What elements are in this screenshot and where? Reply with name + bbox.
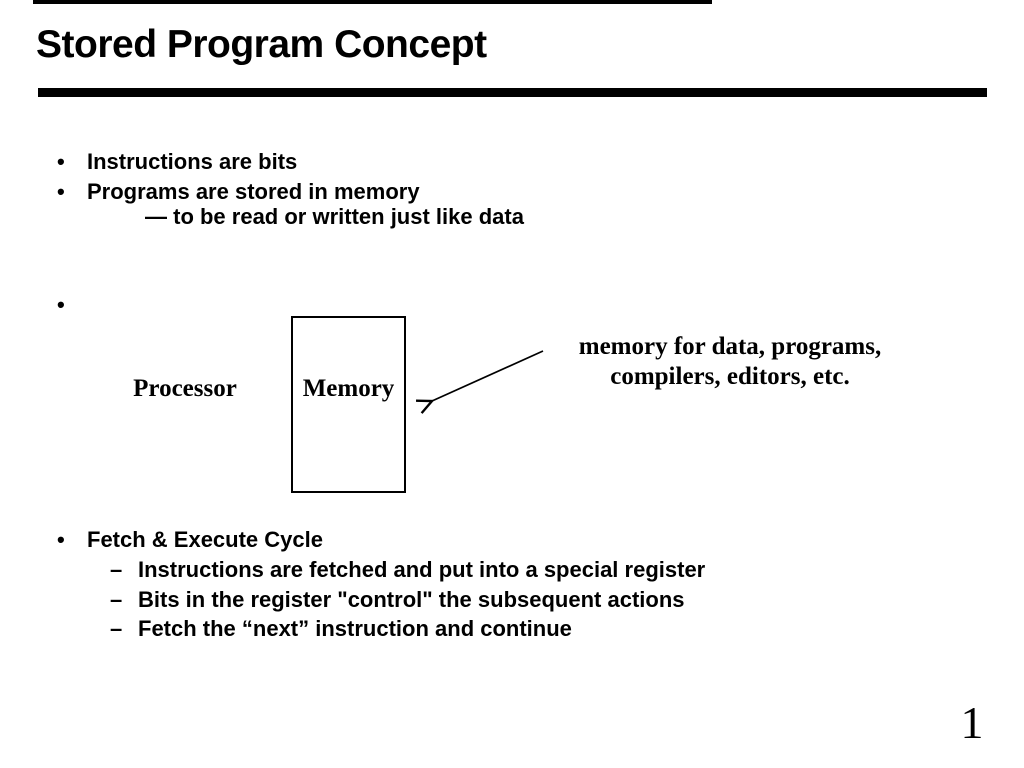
bullet-text: Fetch & Execute Cycle (87, 527, 323, 552)
bullet-icon: • (57, 149, 65, 174)
bullet-icon: • (57, 292, 65, 317)
bullet-icon: • (57, 179, 65, 204)
page-number: 1 (960, 697, 984, 748)
dash-icon: – (110, 616, 123, 641)
memory-annotation-line1: memory for data, programs, (578, 333, 882, 360)
memory-annotation: memory for data, programs, compilers, ed… (545, 332, 915, 392)
memory-annotation-line2: compilers, editors, etc. (610, 363, 850, 390)
bullet-text: Programs are stored in memory (87, 179, 420, 204)
page-title: Stored Program Concept (36, 23, 487, 66)
top-rule (33, 0, 712, 4)
sub-bullet-text: Bits in the register "control" the subse… (138, 587, 685, 612)
bullet-icon: • (57, 527, 65, 552)
bullet-continuation-text: — to be read or written just like data (145, 204, 524, 229)
sub-bullet-text: Instructions are fetched and put into a … (138, 557, 706, 582)
memory-box-label: Memory (302, 375, 395, 402)
title-underline-rule (38, 88, 987, 97)
dash-icon: – (110, 587, 123, 612)
dash-icon: – (110, 557, 123, 582)
sub-bullet-text: Fetch the “next” instruction and continu… (138, 616, 572, 641)
bullet-text: Instructions are bits (87, 149, 298, 174)
annotation-arrow-icon (416, 350, 544, 414)
processor-label: Processor (133, 375, 237, 402)
memory-box (291, 316, 406, 493)
